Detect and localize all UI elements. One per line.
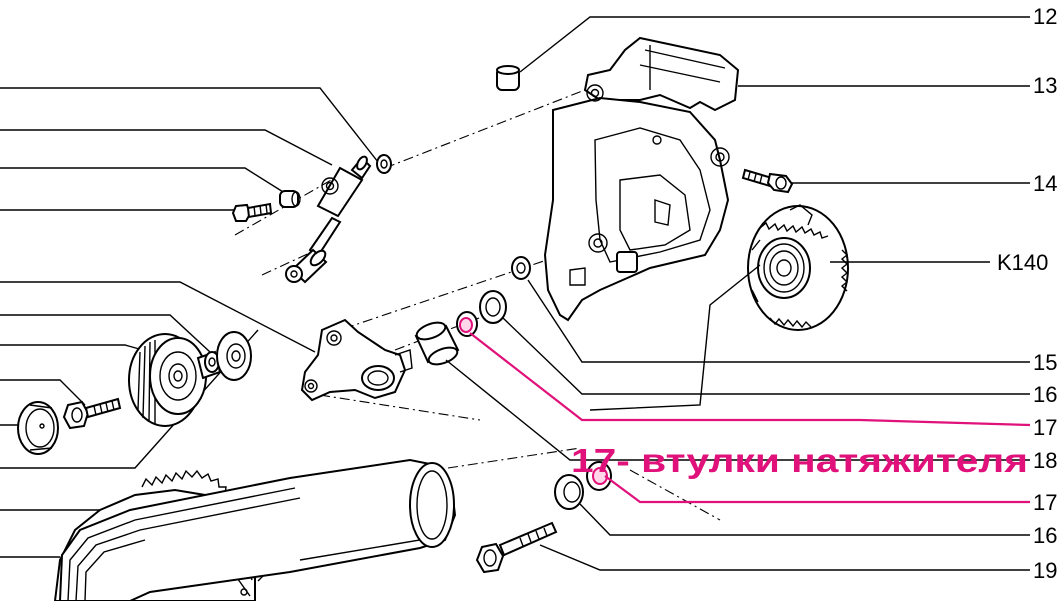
- damper-strut: [286, 155, 370, 282]
- label-14: 14: [1033, 171, 1057, 196]
- damper-sleeve: [280, 191, 300, 207]
- part-15-washer: [512, 257, 530, 279]
- damper-washer: [377, 155, 391, 173]
- damper-bolt: [233, 204, 271, 221]
- pulley-cap: [18, 402, 58, 454]
- label-18: 18: [1033, 448, 1057, 473]
- pulley-sleeve: [198, 352, 220, 378]
- label-k140: K140: [997, 250, 1048, 275]
- idler-pulley: [129, 334, 206, 426]
- highlight-leaders: [469, 332, 1031, 504]
- left-leader-lines: [0, 87, 379, 558]
- label-19: 19: [1033, 558, 1057, 583]
- part-17-sleeve-upper: [457, 312, 477, 336]
- label-16-lower: 16: [1033, 523, 1057, 548]
- part-17-sleeve-lower: [587, 462, 611, 490]
- part-12-sleeve: [497, 66, 519, 90]
- right-leader-lines: [445, 16, 1030, 571]
- label-16-upper: 16: [1033, 382, 1057, 407]
- part-13-bracket: [545, 38, 738, 320]
- label-17-lower: 17: [1033, 490, 1057, 515]
- drive-belt: [60, 460, 455, 601]
- tensioner-arm: [302, 320, 412, 400]
- pulley-bolt: [64, 399, 120, 428]
- label-12: 12: [1033, 4, 1057, 29]
- part-16-bushing-lower: [555, 475, 583, 509]
- part-14-bolt: [743, 170, 792, 192]
- label-13: 13: [1033, 73, 1057, 98]
- label-15: 15: [1033, 350, 1057, 375]
- callout-labels: 12 13 14 K140 15 16 17 18 17 16 19: [997, 4, 1057, 583]
- part-19-bolt: [477, 523, 556, 572]
- part-18-spacer-tube: [415, 319, 460, 367]
- tensioner-sleeve-caption: 17- втулки натяжителя: [571, 442, 1028, 479]
- part-16-bushing-upper: [480, 291, 506, 323]
- label-17-upper: 17: [1033, 415, 1057, 440]
- pulley-washer: [217, 332, 251, 380]
- part-k140-alternator: [748, 205, 848, 330]
